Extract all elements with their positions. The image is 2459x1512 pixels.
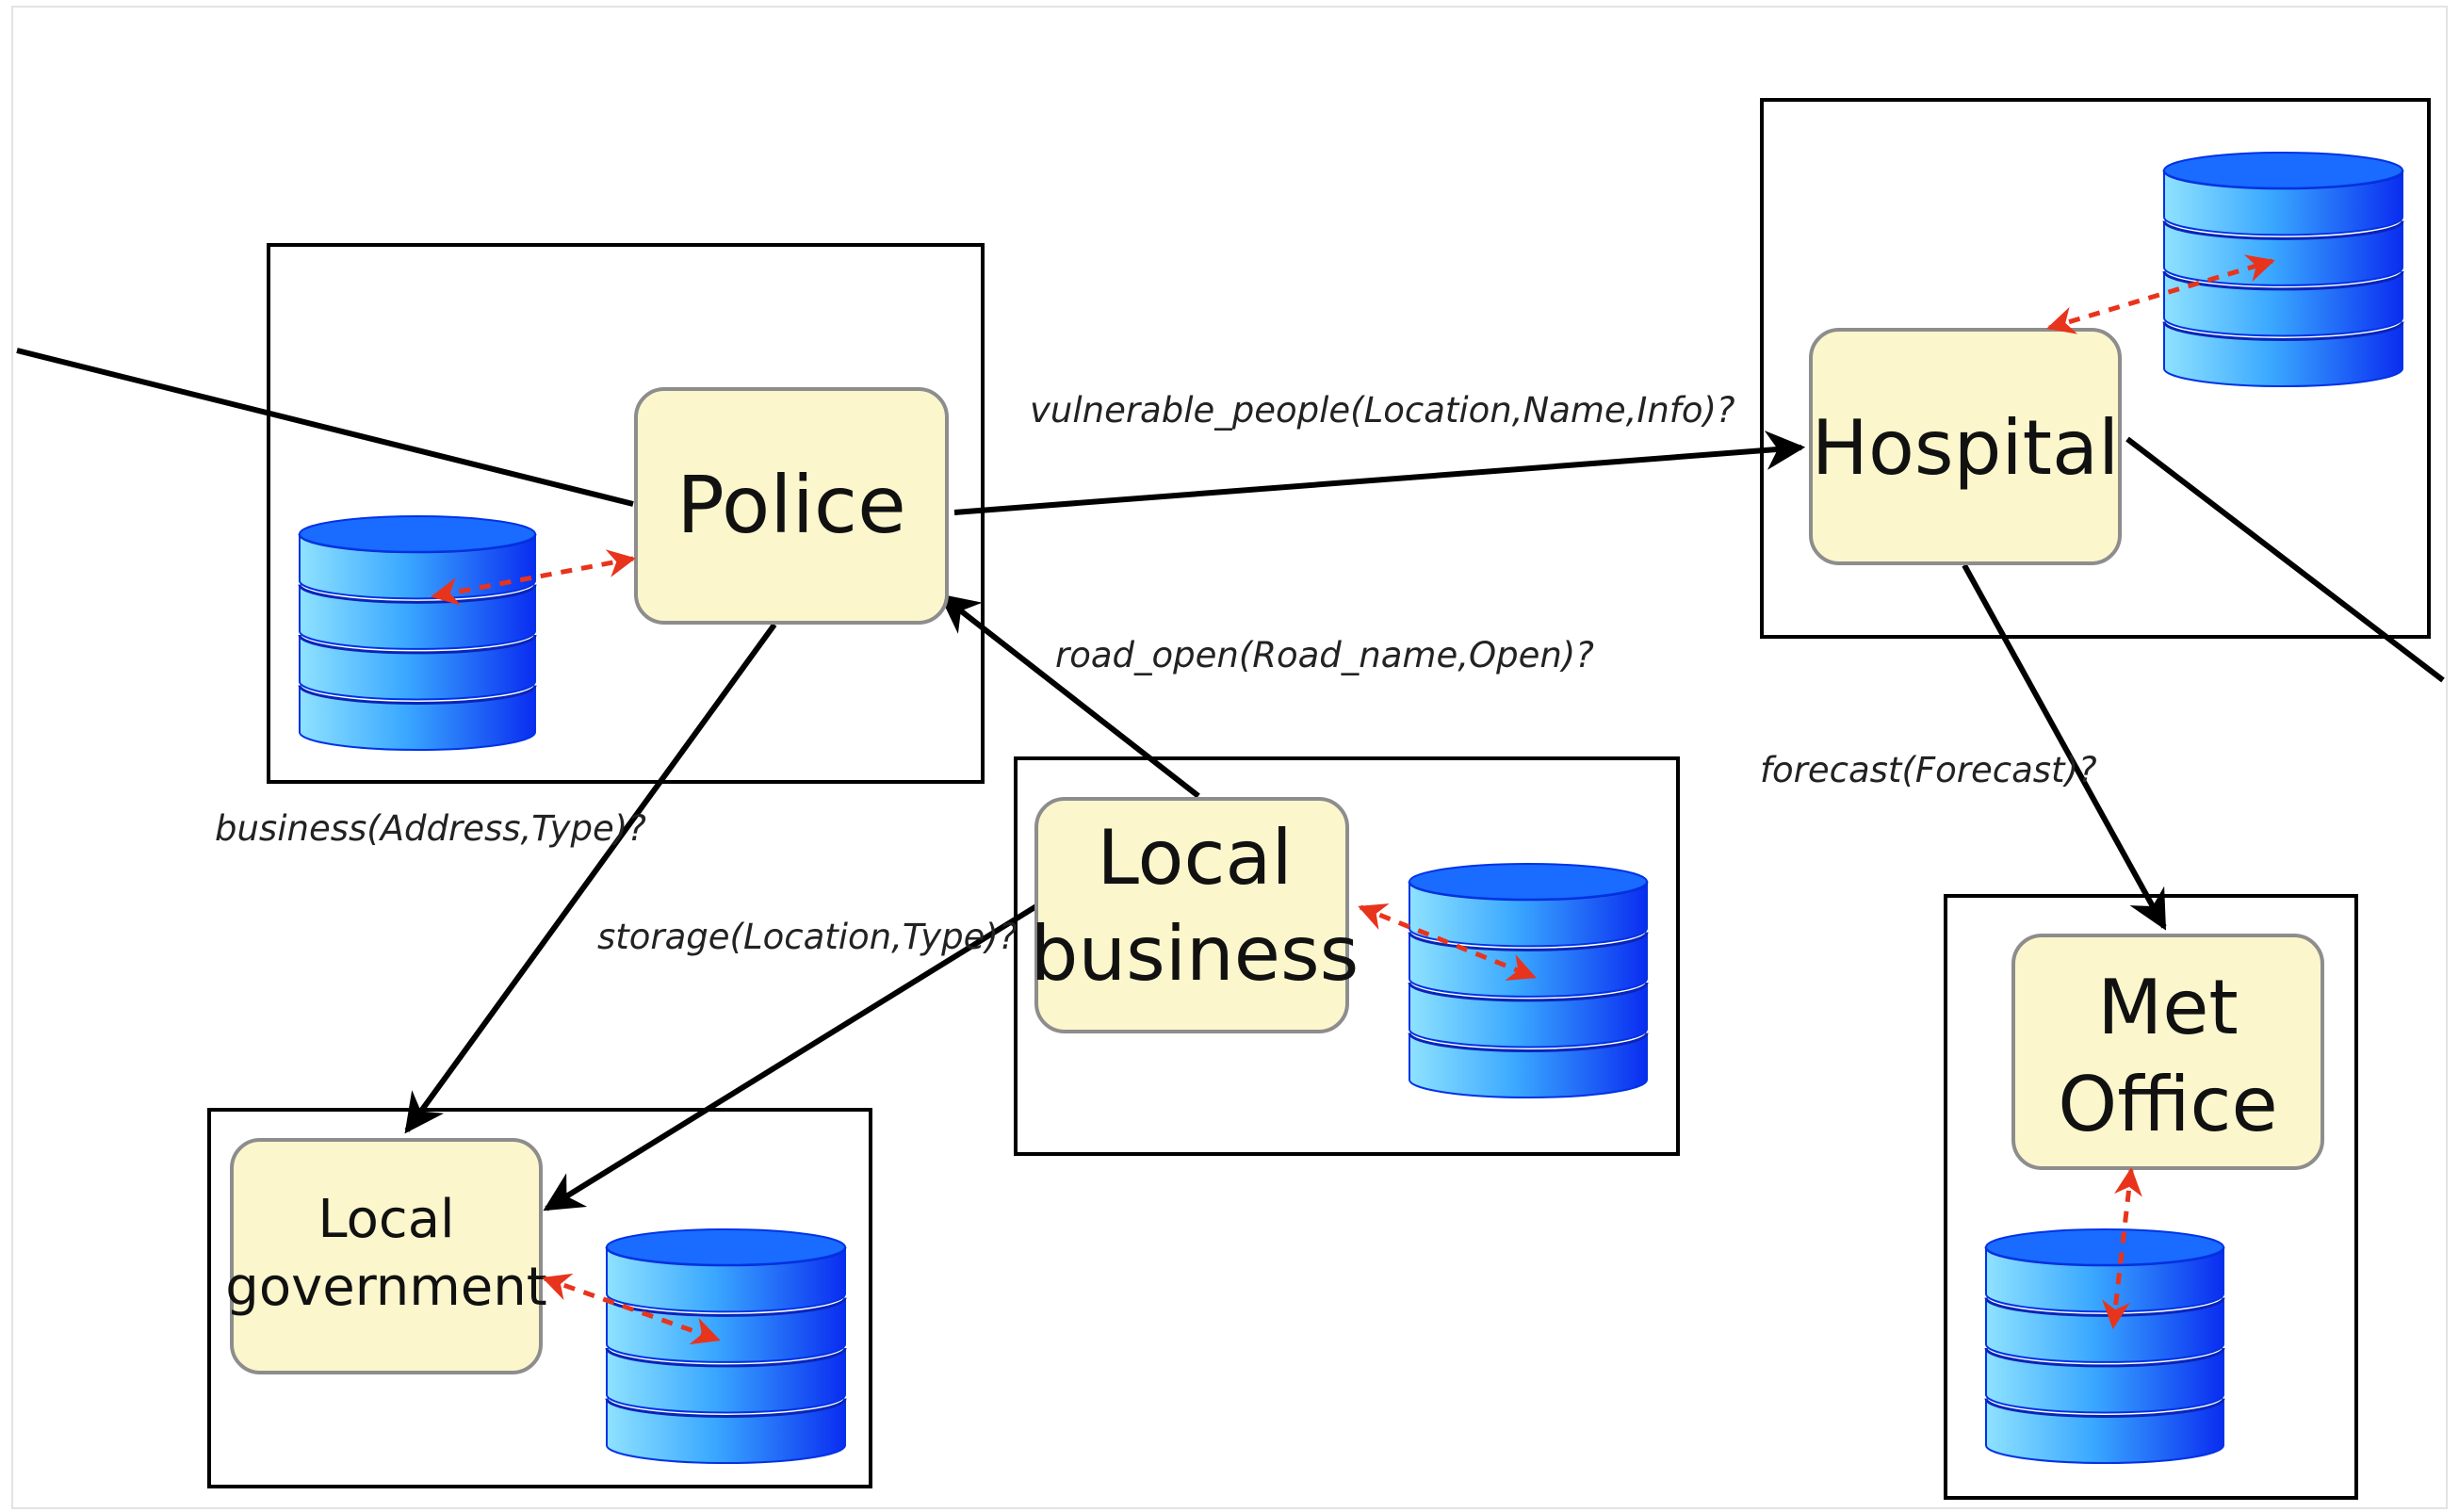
police-agent[interactable]: Police xyxy=(634,387,949,625)
database-top xyxy=(1409,863,1648,901)
local-business-label-line1: Local xyxy=(1097,814,1292,902)
label-business-to-police: road_open(Road_name,Open)? xyxy=(1055,635,1594,675)
outgoing-edge-right xyxy=(2125,436,2445,683)
met-office-label-line1: Met xyxy=(2097,964,2239,1051)
edge-business-to-government xyxy=(543,903,1038,1211)
label-hospital-to-met-office: forecast(Forecast)? xyxy=(1760,750,2097,790)
edge-police-to-hospital xyxy=(953,430,1806,515)
police-label: Police xyxy=(676,459,906,551)
police-db-link xyxy=(431,549,636,606)
edge-hospital-to-met-office xyxy=(1962,563,2167,931)
hospital-database-icon xyxy=(2162,152,2404,387)
police-container xyxy=(267,243,985,784)
label-business-to-government: storage(Location,Type)? xyxy=(597,917,1018,957)
database-layer-rim xyxy=(1408,982,1649,1002)
hospital-container xyxy=(1760,98,2431,639)
local-government-container xyxy=(207,1108,872,1488)
police-database-icon xyxy=(298,515,537,751)
local-business-container xyxy=(1014,756,1680,1156)
edge-police-to-government xyxy=(404,623,777,1134)
database-layer-rim xyxy=(298,685,537,705)
hospital-label: Hospital xyxy=(1812,404,2119,492)
local-government-database-icon xyxy=(605,1228,847,1464)
database-top xyxy=(1985,1228,2224,1266)
local-government-label-line1: Local xyxy=(318,1189,454,1250)
database-top xyxy=(2163,152,2403,189)
local-business-db-link xyxy=(1358,903,1537,981)
database-layer-rim xyxy=(1984,1347,2225,1368)
database-top xyxy=(606,1228,846,1266)
met-office-db-link xyxy=(2102,1167,2142,1329)
met-office-database-icon xyxy=(1984,1228,2225,1464)
hospital-db-link xyxy=(2046,254,2275,334)
hospital-agent[interactable]: Hospital xyxy=(1809,328,2122,565)
database-top xyxy=(299,515,536,553)
met-office-agent[interactable]: Met Office xyxy=(2011,934,2324,1170)
database-layer-rim xyxy=(605,1347,847,1368)
database-layer-rim xyxy=(298,634,537,655)
local-business-label-line2: business xyxy=(1031,910,1360,998)
label-police-to-government: business(Address,Type)? xyxy=(215,808,646,849)
incoming-edge-left xyxy=(16,348,634,507)
database-layer-rim xyxy=(2162,220,2404,240)
database-layer-rim xyxy=(605,1398,847,1418)
label-police-to-hospital: vulnerable_people(Location,Name,Info)? xyxy=(1030,390,1735,431)
database-layer-rim xyxy=(1408,1032,1649,1052)
local-government-agent[interactable]: Local government xyxy=(225,1138,547,1374)
local-business-agent[interactable]: Local business xyxy=(1031,797,1360,1033)
local-business-database-icon xyxy=(1408,863,1649,1098)
edge-business-to-police xyxy=(938,593,1200,799)
database-layer-rim xyxy=(1984,1398,2225,1418)
met-office-label-line2: Office xyxy=(2058,1061,2278,1148)
local-government-db-link xyxy=(542,1273,721,1345)
local-government-label-line2: government xyxy=(225,1257,546,1318)
